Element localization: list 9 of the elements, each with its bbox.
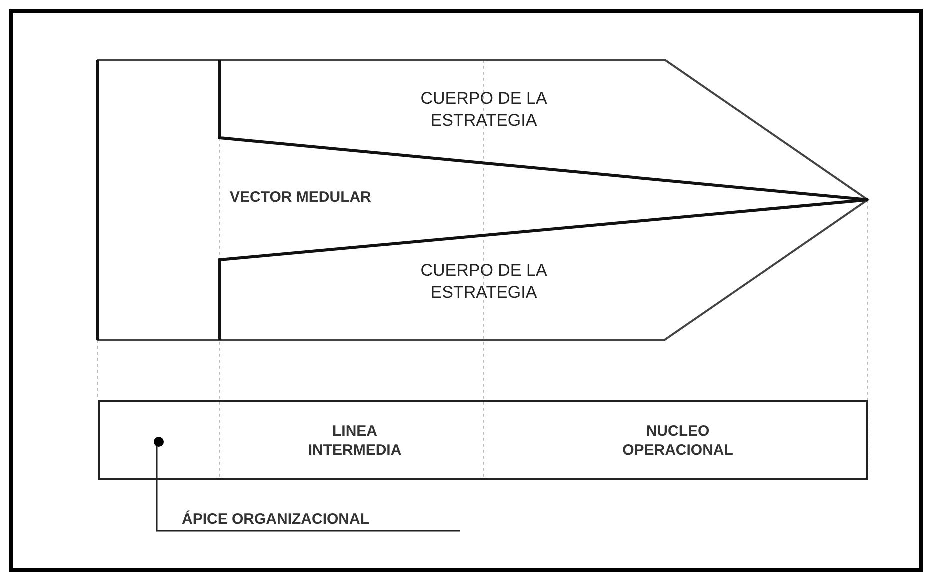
dot-marker	[154, 437, 164, 447]
callout-label: ÁPICE ORGANIZACIONAL	[182, 510, 370, 530]
section-label: VECTOR MEDULAR	[230, 188, 372, 208]
level-band	[98, 400, 868, 480]
leader-line	[156, 445, 172, 532]
region-label: CUERPO DE LA ESTRATEGIA	[420, 260, 548, 304]
region-label: CUERPO DE LA ESTRATEGIA	[420, 88, 548, 132]
band-label: NUCLEO OPERACIONAL	[622, 423, 734, 461]
band-label: LINEA INTERMEDIA	[307, 423, 403, 461]
